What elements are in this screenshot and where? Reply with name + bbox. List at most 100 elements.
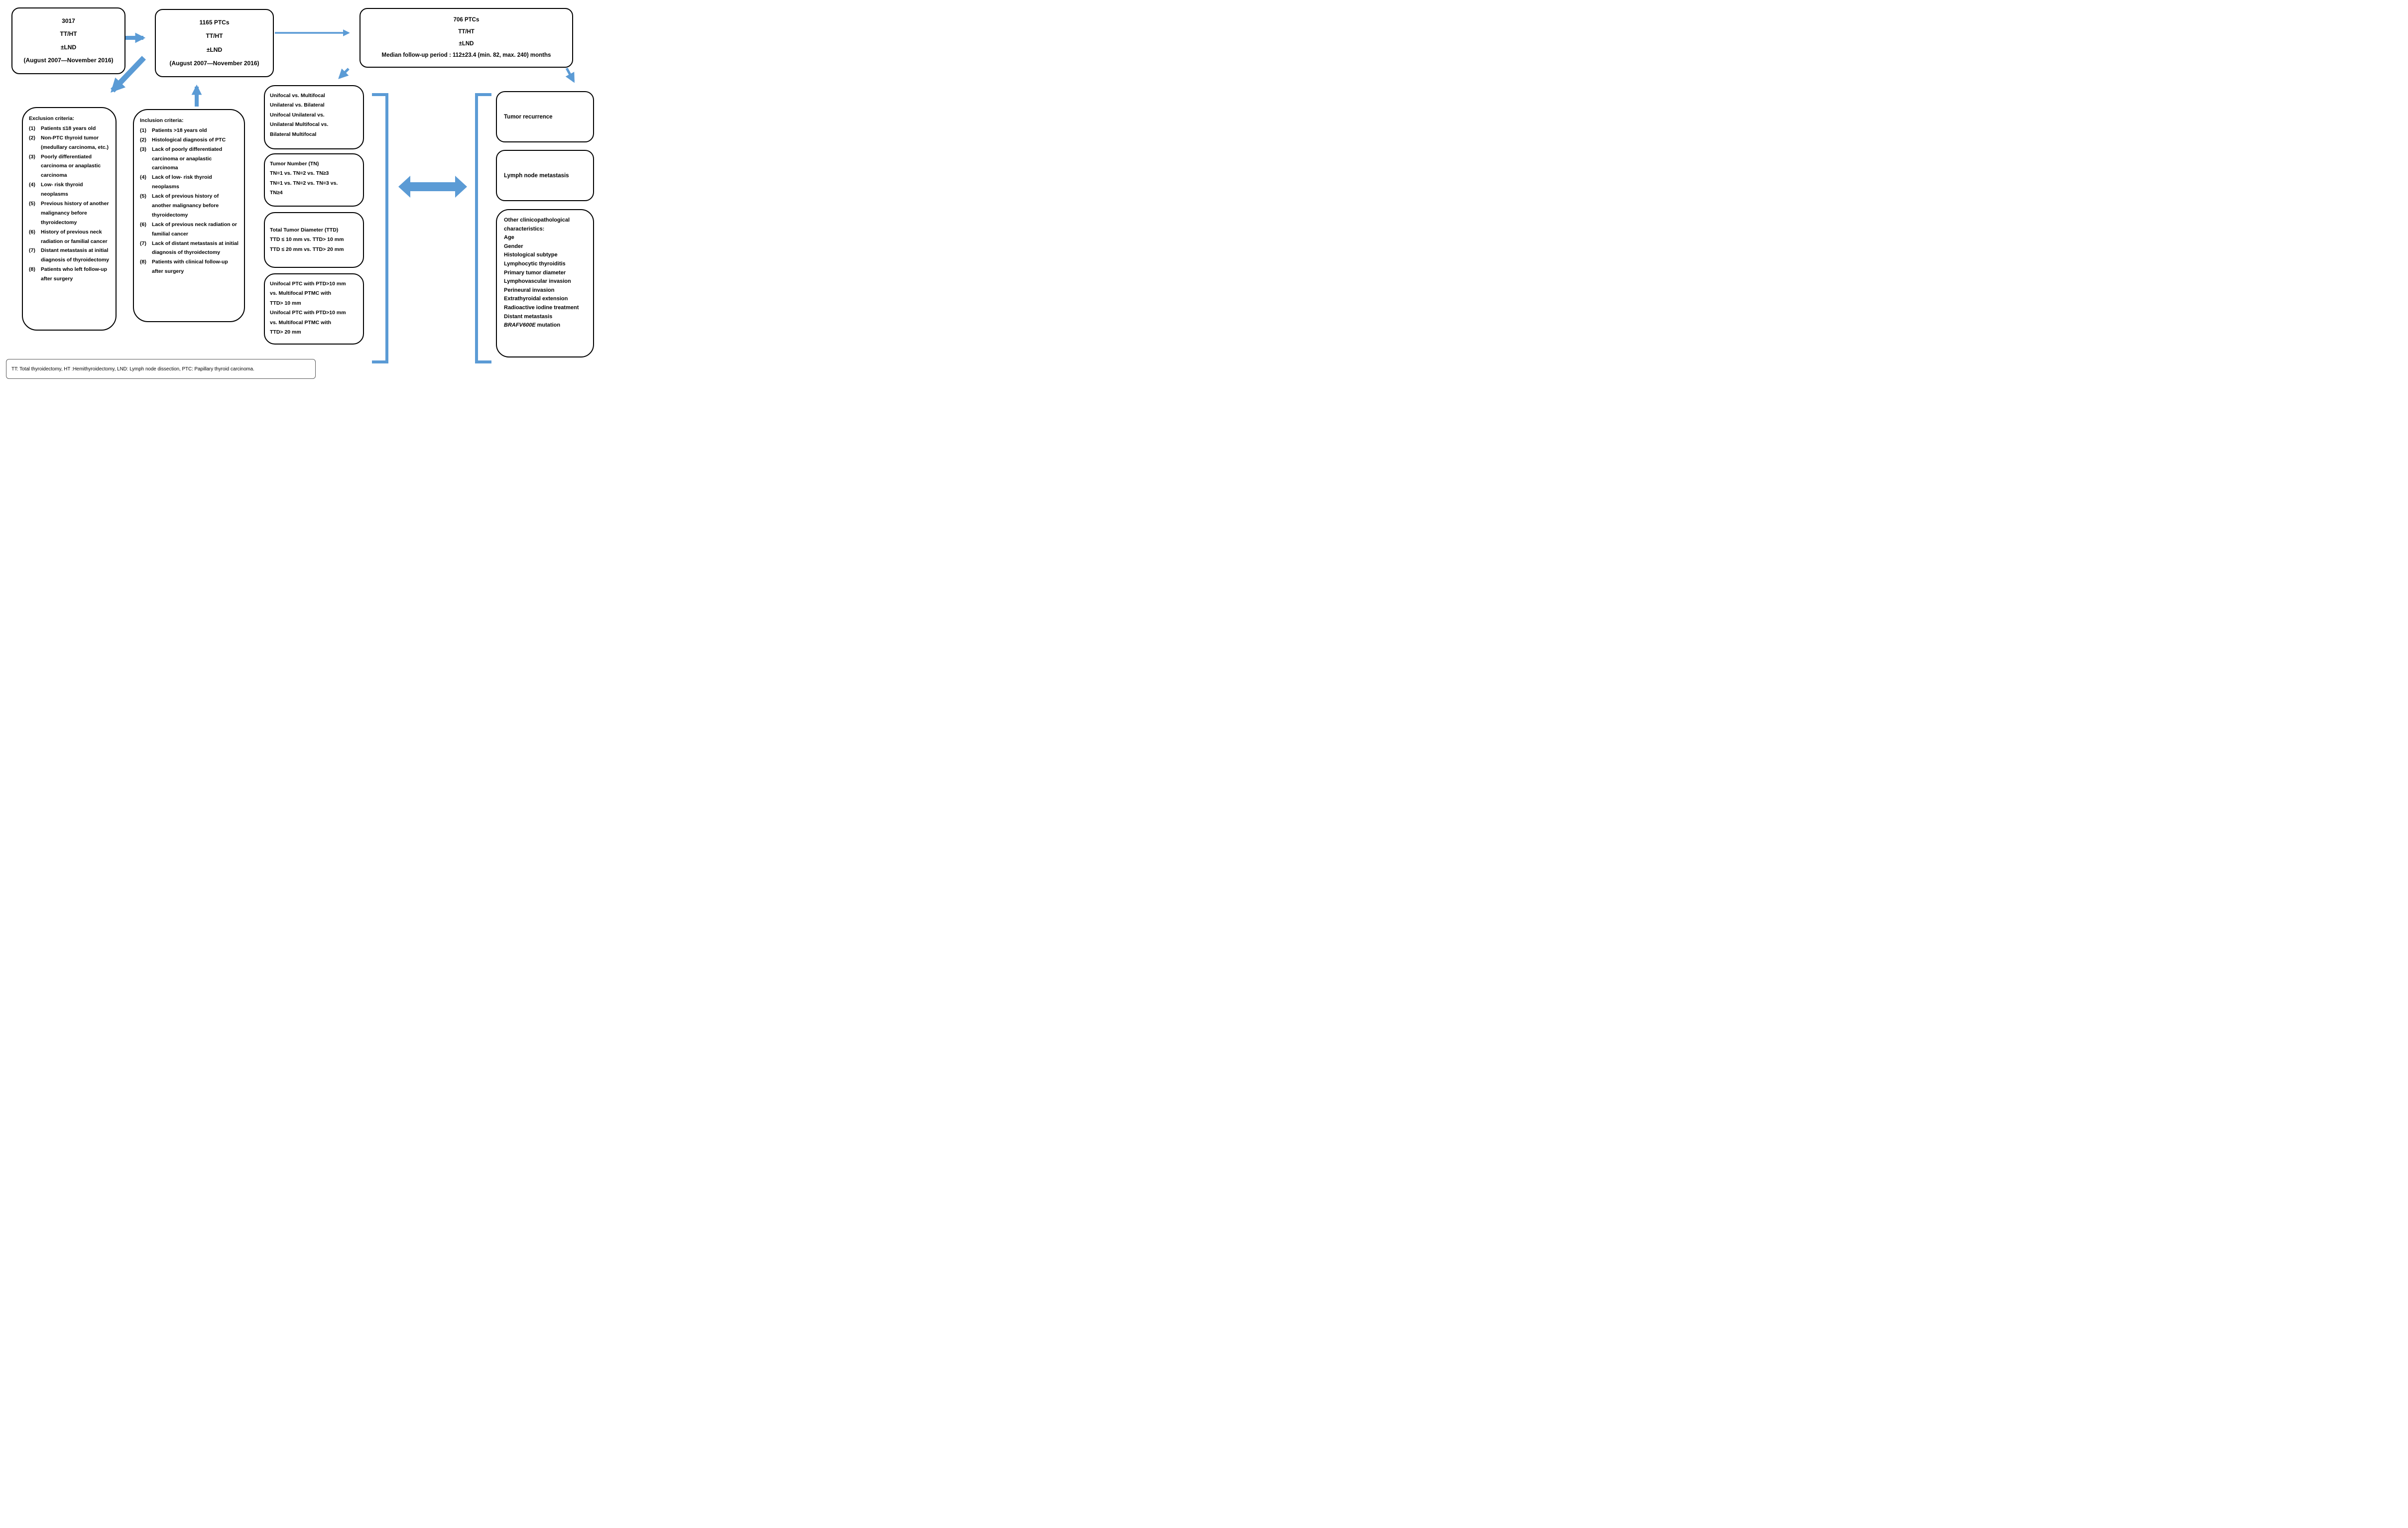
box-line: TTD> 20 mm <box>270 329 301 336</box>
item-text: History of previous neck radiation or fa… <box>41 229 108 244</box>
item-number: (6) <box>140 221 146 228</box>
list-item: Radioactive iodine treatment <box>504 304 579 311</box>
comparison-box-ttd: Total Tumor Diameter (TTD) TTD ≤ 10 mm v… <box>264 212 364 268</box>
list-item: (8) Patients with clinical follow-up aft… <box>140 257 239 276</box>
box-line: (August 2007—November 2016) <box>169 59 259 67</box>
comparison-box-tumor-number: Tumor Number (TN) TN=1 vs. TN=2 vs. TN≥3… <box>264 153 364 207</box>
item-text: Lack of poorly differentiated carcinoma … <box>152 146 223 171</box>
item-number: (7) <box>29 247 35 254</box>
box-line: Unilateral vs. Bilateral <box>270 102 325 109</box>
item-number: (4) <box>140 174 146 181</box>
box-line: Tumor recurrence <box>504 114 553 120</box>
list-item: Primary tumor diameter <box>504 269 566 276</box>
braf-suffix: mutation <box>535 322 561 329</box>
inclusion-title: Inclusion criteria: <box>140 118 184 123</box>
item-number: (1) <box>140 127 146 133</box>
item-text: Lack of previous history of another mali… <box>152 193 219 218</box>
list-item: Extrathyroidal extension <box>504 296 568 302</box>
item-number: (3) <box>140 146 146 152</box>
list-item: (1) Patients >18 years old <box>140 126 239 135</box>
exclusion-title: Exclusion criteria: <box>29 116 75 121</box>
comparison-box-unifocal-vs-multifocal: Unifocal PTC with PTD>10 mm vs. Multifoc… <box>264 273 364 345</box>
item-text: Previous history of another malignancy b… <box>41 201 109 226</box>
box-line: Unilateral Multifocal vs. <box>270 121 329 128</box>
box-line: TTD ≤ 20 mm vs. TTD> 20 mm <box>270 246 344 252</box>
box-line: TT/HT <box>458 28 475 35</box>
item-number: (3) <box>29 153 35 160</box>
footnote-box: TT: Total thyroidectomy, HT :Hemithyroid… <box>6 359 316 379</box>
outcome-box-tumor-recurrence: Tumor recurrence <box>496 91 594 142</box>
item-number: (2) <box>140 136 146 143</box>
item-number: (8) <box>140 259 146 265</box>
item-text: Patients >18 years old <box>152 127 207 133</box>
item-number: (6) <box>29 229 35 235</box>
list-item: Perineural invasion <box>504 287 555 293</box>
item-text: Poorly differentiated carcinoma or anapl… <box>41 153 101 179</box>
item-number: (5) <box>29 201 35 207</box>
item-number: (5) <box>140 193 146 200</box>
comparison-box-focality: Unifocal vs. Multifocal Unilateral vs. B… <box>264 85 364 149</box>
exclusion-criteria-box: Exclusion criteria: (1) Patients ≤18 yea… <box>22 107 117 331</box>
list-item: (7) Distant metastasis at initial diagno… <box>29 246 111 265</box>
cohort-box-1165-ptcs: 1165 PTCs TT/HT ±LND (August 2007—Novemb… <box>155 9 274 77</box>
bracket-open <box>475 93 491 363</box>
box-line: TTD> 10 mm <box>270 300 301 306</box>
inclusion-criteria-box: Inclusion criteria: (1) Patients >18 yea… <box>133 109 245 322</box>
box-line: 1165 PTCs <box>199 19 230 26</box>
footnote-text: TT: Total thyroidectomy, HT :Hemithyroid… <box>11 366 254 372</box>
list-item: (7) Lack of distant metastasis at initia… <box>140 239 239 258</box>
list-item: (5) Lack of previous history of another … <box>140 192 239 220</box>
list-item: (4) Low- risk thyroid neoplasms <box>29 180 111 199</box>
item-text: Patients ≤18 years old <box>41 125 96 131</box>
item-text: Distant metastasis at initial diagnosis … <box>41 247 110 263</box>
list-item: (6) History of previous neck radiation o… <box>29 228 111 246</box>
box-line: TT/HT <box>206 32 223 40</box>
item-number: (2) <box>29 134 35 141</box>
box-line: vs. Multifocal PTMC with <box>270 290 332 297</box>
list-item: (5) Previous history of another malignan… <box>29 199 111 228</box>
list-item: BRAFV600E mutation <box>504 321 589 330</box>
arrow-706-to-comparisons <box>338 68 350 79</box>
list-item: (3) Lack of poorly differentiated carcin… <box>140 145 239 173</box>
list-item: Age <box>504 235 514 241</box>
cohort-box-3017: 3017 TT/HT ±LND (August 2007—November 20… <box>11 7 125 74</box>
item-text: Low- risk thyroid neoplasms <box>41 182 83 198</box>
list-item: (1) Patients ≤18 years old <box>29 124 111 133</box>
box-line: Median follow-up period : 112±23.4 (min.… <box>381 52 551 59</box>
item-text: Lack of previous neck radiation or famil… <box>152 221 237 237</box>
item-text: Patients who left follow-up after surger… <box>41 266 107 282</box>
list-item: Histological subtype <box>504 252 558 258</box>
box-line: Unifocal PTC with PTD>10 mm <box>270 310 346 316</box>
item-number: (4) <box>29 182 35 188</box>
box-line: Total Tumor Diameter (TTD) <box>270 227 339 233</box>
box-title: Other clinicopathological characteristic… <box>504 217 570 232</box>
list-item: (2) Histological diagnosis of PTC <box>140 135 239 145</box>
arrow-706-to-outcomes <box>565 67 575 83</box>
box-line: TN=1 vs. TN=2 vs. TN=3 vs. <box>270 180 338 186</box>
box-line: TT/HT <box>60 30 77 38</box>
list-item: (4) Lack of low- risk thyroid neoplasms <box>140 173 239 192</box>
braf-gene-label: BRAFV600E <box>504 322 536 329</box>
outcome-box-lymph-node-metastasis: Lymph node metastasis <box>496 150 594 201</box>
box-line: TN=1 vs. TN=2 vs. TN≥3 <box>270 170 329 177</box>
list-item: (2) Non-PTC thyroid tumor (medullary car… <box>29 133 111 152</box>
box-line: ±LND <box>206 46 223 53</box>
item-text: Non-PTC thyroid tumor (medullary carcino… <box>41 134 109 150</box>
box-line: (August 2007—November 2016) <box>23 57 114 64</box>
box-line: Unifocal vs. Multifocal <box>270 93 325 99</box>
item-number: (7) <box>140 240 146 246</box>
bracket-close <box>372 93 388 363</box>
list-item: Lymphocytic thyroiditis <box>504 260 566 267</box>
list-item: (8) Patients who left follow-up after su… <box>29 265 111 284</box>
list-item: (6) Lack of previous neck radiation or f… <box>140 220 239 239</box>
box-line: Tumor Number (TN) <box>270 161 319 167</box>
flow-diagram: 3017 TT/HT ±LND (August 2007—November 20… <box>0 0 602 382</box>
item-text: Lack of low- risk thyroid neoplasms <box>152 174 212 190</box>
box-line: ±LND <box>60 43 77 51</box>
double-headed-arrow <box>398 176 467 198</box>
box-line: 706 PTCs <box>453 17 480 23</box>
item-text: Lack of distant metastasis at initial di… <box>152 240 239 256</box>
list-item: Lymphovascular invasion <box>504 278 571 285</box>
cohort-box-706-ptcs: 706 PTCs TT/HT ±LND Median follow-up per… <box>360 8 573 68</box>
list-item: (3) Poorly differentiated carcinoma or a… <box>29 152 111 181</box>
